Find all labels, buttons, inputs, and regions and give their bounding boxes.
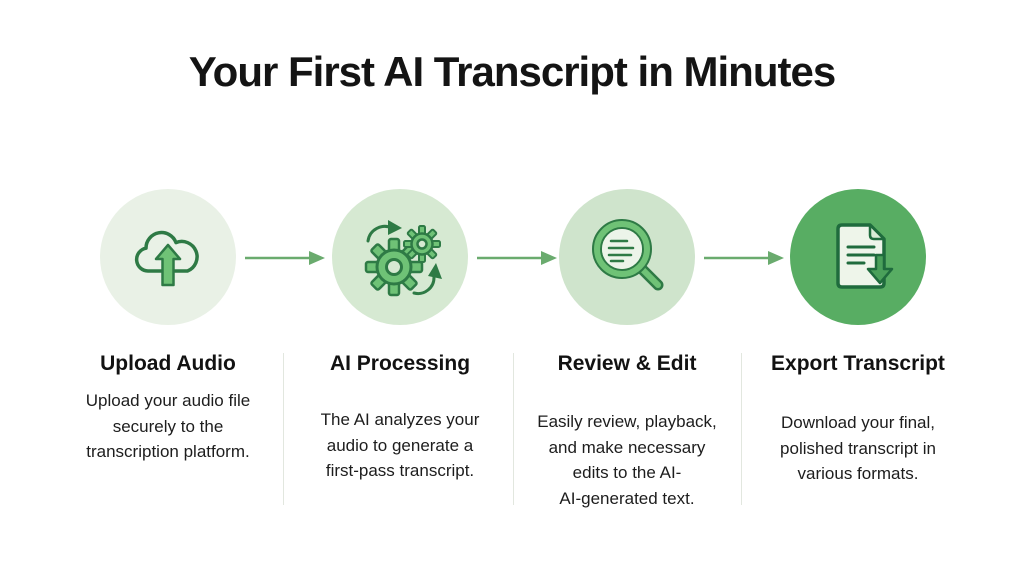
step-circle-export-transcript (790, 189, 926, 325)
step-text-review-edit: Review & Edit Easily review, playback, a… (512, 352, 742, 511)
step-title: Upload Audio (100, 352, 236, 375)
page-title: Your First AI Transcript in Minutes (188, 48, 836, 95)
step-description: Download your final, polished transcript… (780, 413, 936, 483)
column-divider (283, 353, 284, 505)
step-text-export-transcript: Export Transcript Download your final, p… (743, 352, 973, 487)
step-text-ai-processing: AI Processing The AI analyzes your audio… (285, 352, 515, 484)
step-title: Export Transcript (771, 352, 945, 375)
step-description: Upload your audio file securely to the t… (85, 391, 251, 461)
column-divider (513, 353, 514, 505)
step-title: Review & Edit (557, 352, 697, 375)
step-circle-review-edit (559, 189, 695, 325)
step-circle-upload-audio (100, 189, 236, 325)
cloud-upload-icon (118, 205, 218, 310)
step-text-upload-audio: Upload Audio Upload your audio file secu… (53, 352, 283, 465)
step-circle-ai-processing (332, 189, 468, 325)
flow-arrow-3 (702, 249, 786, 272)
flow-arrow-1 (243, 249, 327, 272)
step-description: The AI analyzes your audio to generate a… (320, 410, 480, 480)
step-description: Easily review, playback, and make necess… (537, 412, 717, 508)
step-title: AI Processing (329, 352, 471, 375)
document-download-icon (808, 205, 908, 310)
magnifier-icon (577, 205, 677, 310)
flow-arrow-2 (475, 249, 559, 272)
column-divider (741, 353, 742, 505)
gears-icon (350, 205, 450, 310)
